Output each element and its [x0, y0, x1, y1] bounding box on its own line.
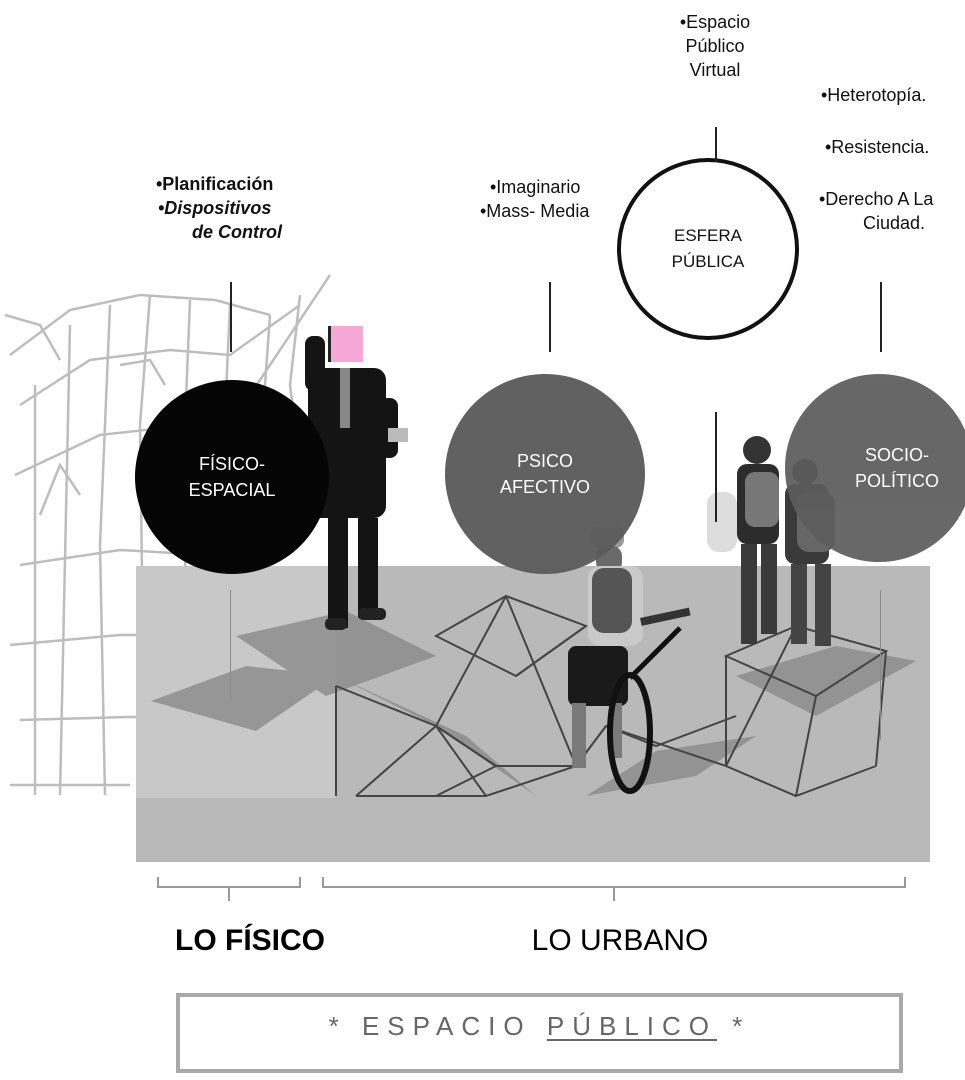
connector-virtual: [715, 127, 717, 162]
footer-title: * ESPACIO PÚBLICO *: [180, 1011, 899, 1042]
annotation-socio-line4: Ciudad.: [863, 213, 926, 233]
connector-fisico: [230, 282, 232, 352]
annotation-socio-line1: •Heterotopía.: [821, 85, 927, 105]
circle-esfera-line1: ESFERA: [673, 226, 743, 245]
circle-psico-line2: AFECTIVO: [499, 477, 590, 497]
annotation-psico: •Imaginario •Mass- Media: [474, 175, 634, 223]
circle-psico-afectivo: PSICO AFECTIVO: [445, 374, 645, 574]
circle-socio-politico: SOCIO- POLÍTICO: [785, 374, 965, 562]
circle-socio-line2: POLÍTICO: [854, 471, 939, 491]
circle-esfera-publica: ESFERA PÚBLICA: [617, 158, 799, 340]
circle-esfera-line2: PÚBLICA: [671, 252, 745, 271]
circle-socio-line1: SOCIO-: [864, 445, 929, 465]
circle-psico-line1: PSICO: [516, 451, 573, 471]
annotation-virtual-line2: Público: [685, 36, 745, 56]
connector-socio: [880, 282, 882, 352]
annotation-fisico-line1: •Planificación: [156, 174, 274, 194]
annotation-virtual-line1: •Espacio: [679, 12, 751, 32]
label-lo-urbano: LO URBANO: [531, 924, 709, 957]
label-lo-fisico: LO FÍSICO: [175, 924, 325, 957]
wireframe-structure: [151, 594, 916, 798]
annotation-psico-line2: •Mass- Media: [480, 201, 590, 221]
annotation-socio: •Heterotopía. •Resistencia. •Derecho A L…: [815, 83, 965, 235]
connector-fisico-faint: [230, 590, 231, 700]
footer-box: * ESPACIO PÚBLICO *: [176, 993, 903, 1073]
annotation-socio-line2: •Resistencia.: [825, 137, 930, 157]
connector-psico: [549, 282, 551, 352]
circle-fisico-line1: FÍSICO-: [199, 454, 265, 474]
annotation-fisico-line2: •Dispositivos: [158, 198, 272, 218]
annotation-virtual-line3: Virtual: [689, 60, 741, 80]
footer-prefix: * ESPACIO: [328, 1011, 532, 1041]
footer-underlined: PÚBLICO: [546, 1011, 718, 1041]
footer-suffix: *: [732, 1011, 751, 1041]
bracket-lo-urbano: [322, 877, 906, 901]
annotation-psico-line1: •Imaginario: [490, 177, 581, 197]
annotation-virtual: •Espacio Público Virtual: [655, 10, 775, 82]
annotation-fisico: •Planificación •Dispositivos de Control: [140, 172, 320, 244]
circle-fisico-espacial: FÍSICO- ESPACIAL: [135, 380, 329, 574]
connector-socio-faint: [880, 590, 881, 740]
connector-esfera-down: [715, 412, 717, 522]
annotation-fisico-line3: de Control: [192, 222, 282, 242]
annotation-socio-line3: •Derecho A La: [819, 189, 934, 209]
bracket-lo-fisico: [157, 877, 301, 901]
face-blur-patch: [331, 326, 363, 362]
circle-fisico-line2: ESPACIAL: [188, 480, 276, 500]
